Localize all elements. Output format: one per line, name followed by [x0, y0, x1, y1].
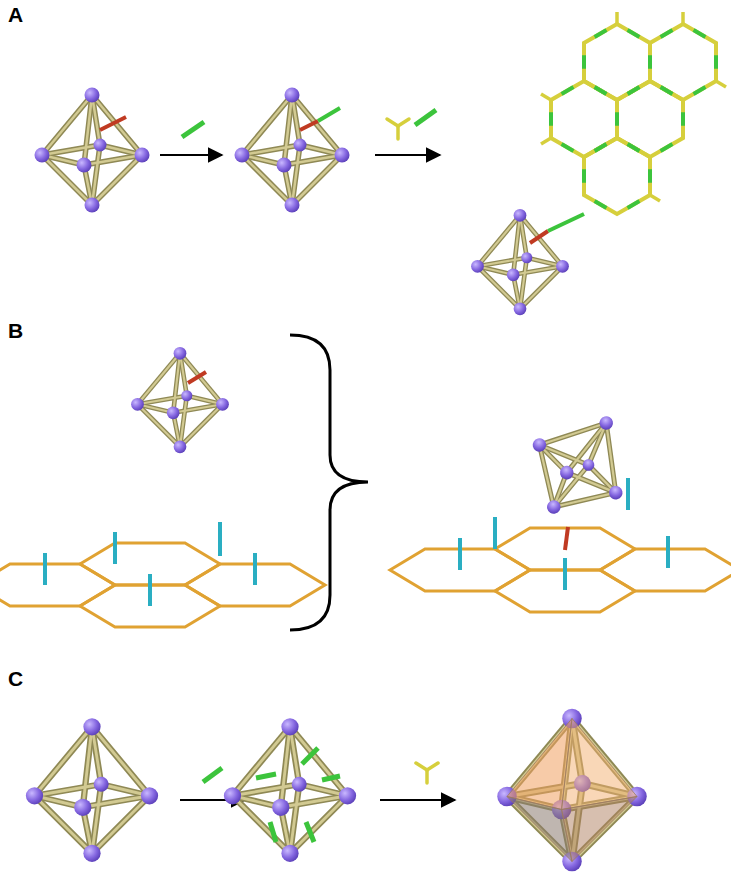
panel-letter: C [8, 668, 23, 689]
panel-letter: B [8, 320, 23, 341]
panel-letter: A [8, 4, 23, 25]
